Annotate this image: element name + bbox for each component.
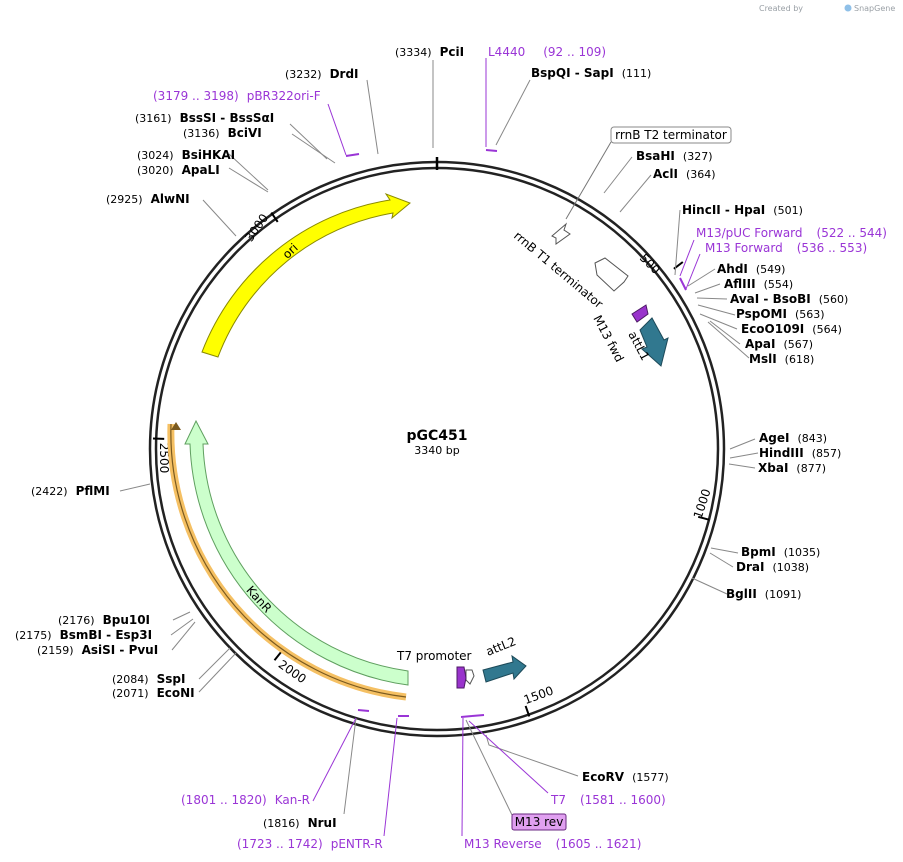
attl2-label: attL2 xyxy=(484,634,518,659)
snapgene-credit: Created by SnapGene xyxy=(759,4,895,13)
primer-group: L4440(92 .. 109) (3179 .. 3198)pBR322ori… xyxy=(153,45,887,851)
rrnb-t2-label: rrnB T2 terminator xyxy=(615,128,727,142)
enzyme-leaders xyxy=(119,60,759,815)
m13-fwd-label: M13 fwd xyxy=(590,313,626,365)
enzyme-msli[interactable]: MslI(618) xyxy=(749,352,814,366)
enzyme-pcii[interactable]: (3334)PciI xyxy=(395,45,464,59)
enzyme-ahdi[interactable]: AhdI(549) xyxy=(717,262,785,276)
enzyme-bpmi[interactable]: BpmI(1035) xyxy=(741,545,820,559)
enzyme-sspi[interactable]: (2084)SspI xyxy=(112,672,185,686)
tick-label: 1500 xyxy=(522,683,555,707)
enzyme-drdi[interactable]: (3232)DrdI xyxy=(285,67,359,81)
enzyme-agei[interactable]: AgeI(843) xyxy=(759,431,827,445)
enzyme-xbai[interactable]: XbaI(877) xyxy=(758,461,826,475)
enzyme-bglii[interactable]: BglII(1091) xyxy=(726,587,801,601)
enzyme-drai[interactable]: DraI(1038) xyxy=(736,560,809,574)
enzyme-bcivi[interactable]: (3136)BciVI xyxy=(183,126,262,140)
enzyme-afliii[interactable]: AflIII(554) xyxy=(724,277,793,291)
rrnb-t2-arrow[interactable] xyxy=(551,222,571,245)
kanr-arrow[interactable] xyxy=(184,419,409,686)
enzyme-pflmi[interactable]: (2422)PflMI xyxy=(31,484,110,498)
rrnb-t1-arrow[interactable] xyxy=(594,257,629,292)
primer-pentr-r[interactable]: (1723 .. 1742)pENTR-R xyxy=(237,837,383,851)
t7-promoter-label: T7 promoter xyxy=(396,649,472,663)
enzyme-pspomi[interactable]: PspOMI(563) xyxy=(736,307,825,321)
kanr-orf-head-icon xyxy=(171,422,181,430)
m13-rev-arrow[interactable] xyxy=(456,666,467,689)
snapgene-logo-icon xyxy=(844,4,852,12)
feature-attl2[interactable]: attL2 xyxy=(482,634,527,683)
kanr-orf-highlight xyxy=(167,423,407,701)
enzyme-labels: (3334)PciI (3232)DrdI (3161)BssSI - BssS… xyxy=(15,45,848,830)
feature-kanr[interactable]: KanR xyxy=(167,419,409,701)
enzyme-alwni[interactable]: (2925)AlwNI xyxy=(106,192,190,206)
rrnb-t2-label-box xyxy=(610,126,732,144)
enzyme-hindiii[interactable]: HindIII(857) xyxy=(759,446,841,460)
primer-t7[interactable]: T7(1581 .. 1600) xyxy=(550,793,666,807)
primer-marks xyxy=(345,149,687,718)
credit-text: Created by xyxy=(759,4,803,13)
attl1-arrow[interactable] xyxy=(639,317,669,367)
ori-arrow[interactable] xyxy=(201,192,411,358)
tick-label: 2500 xyxy=(157,443,171,474)
enzyme-avai[interactable]: AvaI - BsoBI(560) xyxy=(730,292,848,306)
m13-rev-leader xyxy=(465,719,513,816)
t7-promoter-arrow[interactable] xyxy=(465,669,475,685)
feature-m13-rev-callout[interactable]: M13 rev xyxy=(465,719,567,831)
feature-rrnb-t2[interactable]: rrnB T2 terminator xyxy=(551,126,732,245)
enzyme-apali[interactable]: (3020)ApaLI xyxy=(137,163,220,177)
feature-attl1[interactable]: attL1 xyxy=(625,317,669,367)
plasmid-name: pGC451 xyxy=(406,428,467,444)
enzyme-bspqi[interactable]: BspQI - SapI(111) xyxy=(531,66,651,80)
enzyme-bpu10i[interactable]: (2176)Bpu10I xyxy=(58,613,150,627)
enzyme-nrui[interactable]: (1816)NruI xyxy=(263,816,337,830)
enzyme-bsihkai[interactable]: (3024)BsiHKAI xyxy=(137,148,235,162)
enzyme-bsmbi[interactable]: (2175)BsmBI - Esp3I xyxy=(15,628,152,642)
kanr-orf-line xyxy=(170,423,407,698)
enzyme-bsssi[interactable]: (3161)BssSI - BssSαI xyxy=(135,111,274,125)
feature-t7-promoter[interactable]: T7 promoter xyxy=(396,649,475,689)
primer-l4440[interactable]: L4440(92 .. 109) xyxy=(488,45,606,59)
enzyme-acli[interactable]: AclI(364) xyxy=(653,167,716,181)
m13-rev-label: M13 rev xyxy=(515,815,564,829)
enzyme-hincii[interactable]: HincII - HpaI(501) xyxy=(682,203,803,217)
enzyme-apai[interactable]: ApaI(567) xyxy=(745,337,813,351)
feature-rrnb-t1[interactable]: rrnB T1 terminator xyxy=(511,229,629,312)
rrnb-t2-leader xyxy=(565,141,612,220)
enzyme-ecorv[interactable]: EcoRV(1577) xyxy=(582,770,669,784)
primer-kan-r[interactable]: (1801 .. 1820)Kan-R xyxy=(181,793,310,807)
m13-rev-label-box xyxy=(511,813,567,831)
enzyme-ecoo109i[interactable]: EcoO109I(564) xyxy=(741,322,842,336)
primer-pbr322ori-f[interactable]: (3179 .. 3198)pBR322ori-F xyxy=(153,89,321,103)
enzyme-asisi[interactable]: (2159)AsiSI - PvuI xyxy=(37,643,158,657)
primer-m13-puc-forward[interactable]: M13/pUC Forward(522 .. 544) xyxy=(696,226,887,240)
attl2-arrow[interactable] xyxy=(482,654,527,683)
enzyme-econi[interactable]: (2071)EcoNI xyxy=(112,686,195,700)
m13-fwd-arrow[interactable] xyxy=(631,304,649,323)
enzyme-bsahi[interactable]: BsaHI(327) xyxy=(636,149,713,163)
primer-m13-reverse[interactable]: M13 Reverse(1605 .. 1621) xyxy=(464,837,641,851)
primer-leaders xyxy=(312,58,701,837)
credit-brand: SnapGene xyxy=(854,4,895,13)
primer-m13-forward[interactable]: M13 Forward(536 .. 553) xyxy=(705,241,867,255)
feature-ori[interactable]: ori xyxy=(201,192,411,358)
tick-group: 500 1000 1500 2000 2500 3000 xyxy=(152,211,714,717)
tick-label: 3000 xyxy=(242,211,271,244)
plasmid-size: 3340 bp xyxy=(414,444,459,457)
